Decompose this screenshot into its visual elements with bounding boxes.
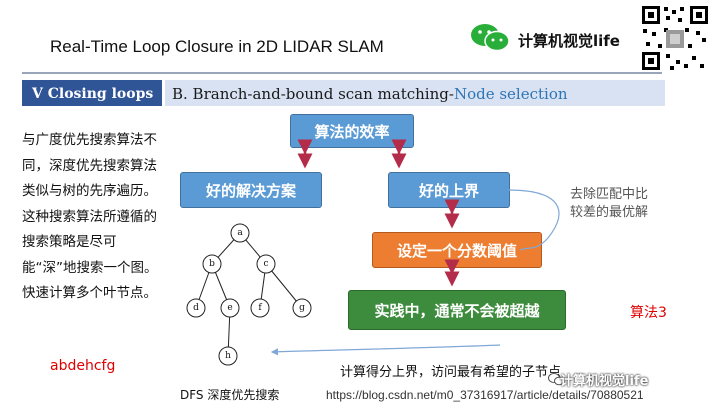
tree-caption: DFS 深度优先搜索 <box>180 388 280 402</box>
bottom-note: 计算得分上界，访问最有希望的子节点 <box>340 365 562 380</box>
section-label: V Closing loops <box>32 86 154 102</box>
tree-node-d <box>186 298 206 318</box>
traversal-sequence: abdehcfg <box>50 358 116 374</box>
tree-node-c <box>256 254 276 274</box>
watermark-text: 计算机视觉life <box>560 374 649 389</box>
tree-label-g: g <box>299 303 305 313</box>
subtitle-highlight: Node selection <box>453 85 568 103</box>
curve-to-tree-h <box>270 344 501 356</box>
subtitle-main: B. Branch-and-bound scan matching- <box>172 85 454 103</box>
dfs-description: 与广度优先搜索算法不同，深度优先搜索算法类似与树的先序遍历。这种搜索算法所遵循的… <box>22 132 158 301</box>
tree-label-d: d <box>193 303 199 313</box>
header-divider <box>22 72 662 74</box>
tree-node-e <box>220 298 240 318</box>
right-note-line1: 去除匹配中比 <box>570 187 649 202</box>
tree-label-f: f <box>258 303 262 313</box>
good-solution-box: 好的解决方案 <box>180 172 322 208</box>
section-subtitle: B. Branch-and-bound scan matching-Node s… <box>172 85 568 103</box>
source-url: https://blog.csdn.net/m0_37316917/articl… <box>326 388 644 402</box>
tree-edge-c-g <box>265 263 303 309</box>
tree-label-e: e <box>227 303 232 313</box>
threshold-box: 设定一个分数阈值 <box>372 232 542 268</box>
good-upper-bound-box: 好的上界 <box>388 172 510 208</box>
tree-edge-c-f <box>259 263 267 309</box>
section-label-box <box>22 80 162 106</box>
right-note-line2: 较差的最优解 <box>570 205 649 220</box>
algorithm-label: 算法3 <box>630 305 667 321</box>
tree-edge-b-e <box>211 263 231 309</box>
tree-node-h <box>218 346 238 366</box>
efficiency-box: 算法的效率 <box>290 114 414 148</box>
right-note: 去除匹配中比 较差的最优解 <box>570 186 648 222</box>
tree-node-a <box>230 223 250 243</box>
watermark-wechat-icon <box>548 373 564 386</box>
practice-box: 实践中，通常不会被超越 <box>348 290 566 330</box>
brand-name: 计算机视觉life <box>518 32 620 50</box>
qr-code-image <box>640 4 710 72</box>
wechat-icon <box>471 24 510 52</box>
tree-label-b: b <box>209 259 215 269</box>
tree-label-c: c <box>263 259 268 269</box>
tree-node-b <box>202 254 222 274</box>
tree-label-h: h <box>225 351 231 361</box>
tree-label-a: a <box>237 228 243 238</box>
subtitle-band <box>165 80 665 106</box>
tree-edge-a-b <box>211 232 241 265</box>
slide-title: Real-Time Loop Closure in 2D LIDAR SLAM <box>50 37 384 56</box>
tree-edge-e-h <box>227 307 231 357</box>
tree-edge-b-d <box>195 263 213 309</box>
tree-edge-a-c <box>239 232 267 265</box>
tree-node-f <box>250 298 270 318</box>
tree-node-g <box>292 298 312 318</box>
